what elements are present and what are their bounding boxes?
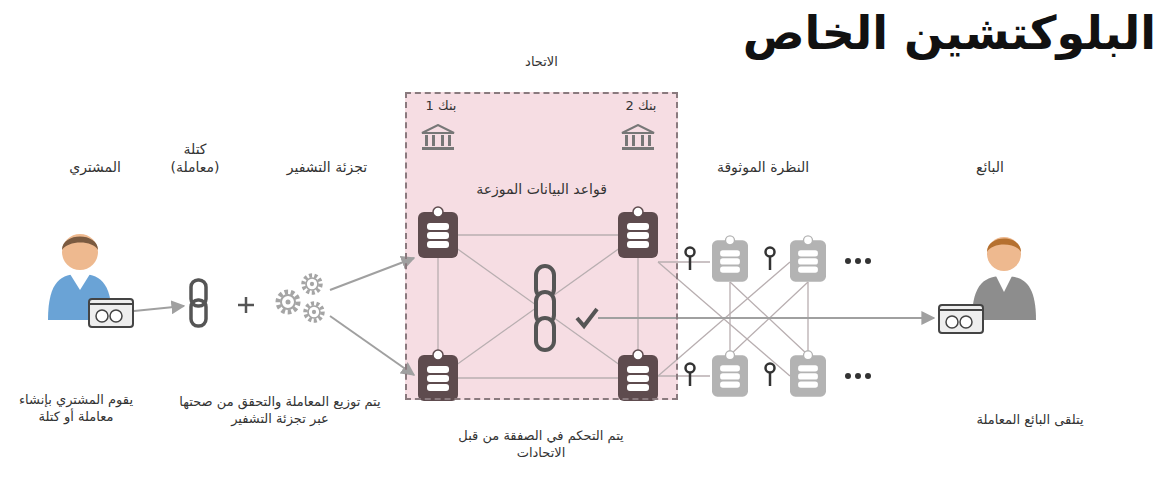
ellipsis-dots-part [845,258,851,264]
trusted-view-databases-part [790,351,826,397]
network-lines-part [658,261,710,262]
plus-sign [238,297,254,313]
step-caption: يتم توزيع المعاملة والتحقق من صحتها عبر … [168,394,392,428]
network-lines-part [438,377,638,378]
ellipsis-dots-part [865,373,871,379]
federation-band [405,92,678,400]
bank-label: بنك 1 [413,98,469,115]
diagram-title: البلوكتشين الخاص [743,6,1156,61]
key-icons-part [766,248,775,271]
trusted-view-databases-part [712,351,748,397]
trusted-view-databases [712,236,826,397]
block-chain-icon-part [191,300,206,326]
group-label: النظرة الموثوقة [688,158,838,176]
network-lines-part [658,375,710,376]
network-lines-part [438,234,638,235]
step-caption: يقوم المشتري بإنشاء معاملة أو كتلة [6,392,146,426]
federation-box: الاتحادبنك 1بنك 2قواعد البيانات الموزعة [405,92,678,400]
database-icons-part [618,350,658,401]
ellipsis-dots [845,258,871,379]
seller-figure-part [987,237,1021,271]
database-icons-part [618,207,658,258]
seller-wallet [939,305,983,333]
buyer-figure-part [62,234,98,270]
check-mark [577,309,597,326]
hash-gears-part [303,275,320,292]
step-caption: يتم التحكم في الصفقة من قبل الاتحادات [436,428,646,462]
ledger-chain-part [536,318,554,350]
group-heading: الاتحاد [407,54,676,71]
flow-arrows-part [598,317,934,319]
key-icons [686,248,775,387]
database-icons [418,207,658,401]
ellipsis-dots-part [865,258,871,264]
bank-icon [622,125,654,150]
key-icons-part [686,248,695,271]
block-chain-icon [191,280,206,326]
actor-label: المشتري [40,158,150,176]
ellipsis-dots-part [855,373,861,379]
key-icons-part [766,364,775,387]
plus-sign-part [245,297,248,313]
ellipsis-dots-part [845,373,851,379]
buyer-figure-part [70,274,90,290]
trusted-view-databases-part [712,236,748,282]
group-subtitle: قواعد البيانات الموزعة [407,180,676,198]
trusted-view-databases-part [790,236,826,282]
hash-gears [278,275,323,320]
key-icons-part [686,364,695,387]
hash-gears-part [278,292,298,312]
bank-icon [422,125,454,150]
actor-label: البائع [950,158,1030,176]
database-icons-part [418,207,458,258]
flow-arrows-part [330,316,414,375]
bank-label: بنك 2 [613,98,669,115]
flow-arrows-part [330,258,414,290]
hash-gears-part [305,303,322,320]
ellipsis-dots-part [855,258,861,264]
ledger-chain [536,266,554,350]
step-label: كتلة (معاملة) [162,140,228,176]
seller-figure-part [987,239,1021,253]
network-lines-part [438,235,638,378]
step-caption: يتلقى البائع المعاملة [930,412,1130,429]
step-label: تجزئة التشفير [262,158,392,176]
network-lines-part [438,235,638,378]
buyer-figure-part [62,237,98,251]
flow-arrows-part [134,306,184,311]
buyer-wallet [89,299,133,327]
database-icons-part [418,350,458,401]
seller-figure-part [996,276,1012,292]
